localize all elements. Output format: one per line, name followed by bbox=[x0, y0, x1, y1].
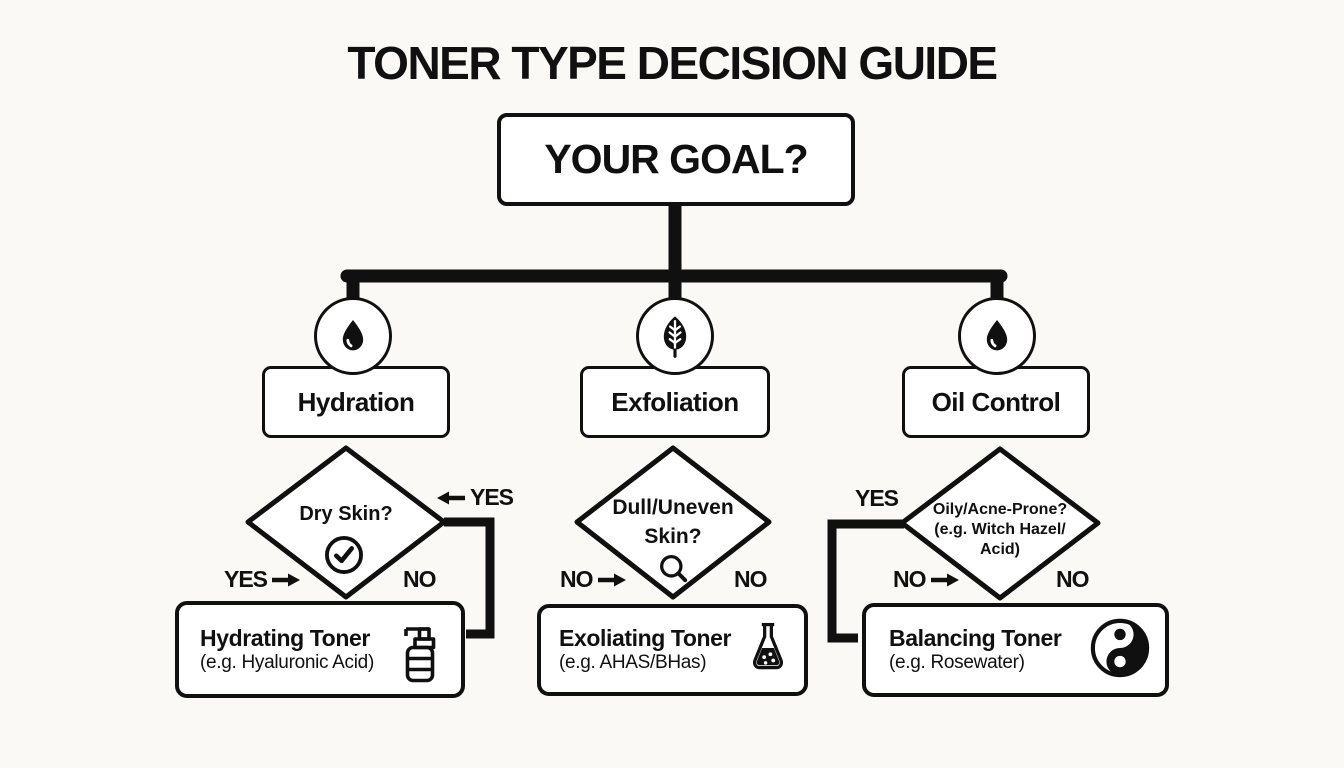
hydration-circle bbox=[314, 297, 392, 375]
page-title: TONER TYPE DECISION GUIDE bbox=[347, 37, 998, 89]
hydration-yes-label: YES bbox=[224, 566, 301, 593]
pump-bottle-icon bbox=[397, 623, 443, 685]
arrow-right-icon bbox=[930, 573, 959, 586]
branch-box-exfoliation: Exfoliation bbox=[580, 366, 770, 438]
exfoliation-no-right-label: NO bbox=[734, 566, 767, 592]
question-dry-skin: Dry Skin? bbox=[299, 503, 393, 525]
branch-label: Hydration bbox=[297, 386, 415, 417]
root-goal-box: YOUR GOAL? bbox=[497, 113, 855, 206]
hydration-no-label: NO bbox=[403, 566, 436, 592]
oil-no-right-label: NO bbox=[1056, 566, 1089, 592]
branch-box-oil-control: Oil Control bbox=[902, 366, 1090, 438]
branch-label: Exfoliation bbox=[611, 386, 739, 417]
result-title: Hydrating Toner bbox=[200, 624, 370, 651]
arrow-right-icon bbox=[597, 573, 626, 586]
exfoliation-circle bbox=[636, 297, 714, 375]
question-dull-uneven-skin: Dull/Uneven Skin? bbox=[612, 496, 734, 548]
magnifier-icon bbox=[656, 551, 690, 585]
arrow-right-icon bbox=[272, 573, 301, 586]
branch-label: Oil Control bbox=[931, 386, 1061, 417]
hydration-yes-return-label: YES bbox=[436, 484, 514, 511]
yin-yang-icon bbox=[1089, 617, 1151, 679]
check-circle-icon bbox=[322, 533, 366, 577]
root-goal-label: YOUR GOAL? bbox=[544, 136, 808, 182]
result-title: Exoliating Toner bbox=[559, 625, 732, 652]
water-drop-icon bbox=[333, 316, 373, 356]
oil-no-left-label: NO bbox=[893, 566, 960, 593]
leaf-icon bbox=[654, 313, 696, 359]
oil-yes-label: YES bbox=[855, 485, 899, 511]
result-subtitle: (e.g. Rosewater) bbox=[889, 652, 1025, 674]
oil-drop-icon bbox=[977, 316, 1017, 356]
exfoliation-no-left-label: NO bbox=[560, 566, 627, 593]
question-oily-acne-prone: Oily/Acne-Prone? (e.g. Witch Hazel/ Acid… bbox=[932, 501, 1068, 558]
result-subtitle: (e.g. Hyaluronic Acid) bbox=[200, 651, 374, 673]
result-title: Balancing Toner bbox=[889, 625, 1062, 652]
oil-control-circle bbox=[958, 297, 1036, 375]
flask-icon bbox=[746, 621, 790, 677]
result-box-balancing-toner: Balancing Toner (e.g. Rosewater) bbox=[862, 603, 1169, 697]
arrow-left-icon bbox=[437, 491, 465, 504]
branch-box-hydration: Hydration bbox=[262, 366, 450, 438]
result-subtitle: (e.g. AHAS/BHas) bbox=[559, 652, 707, 674]
